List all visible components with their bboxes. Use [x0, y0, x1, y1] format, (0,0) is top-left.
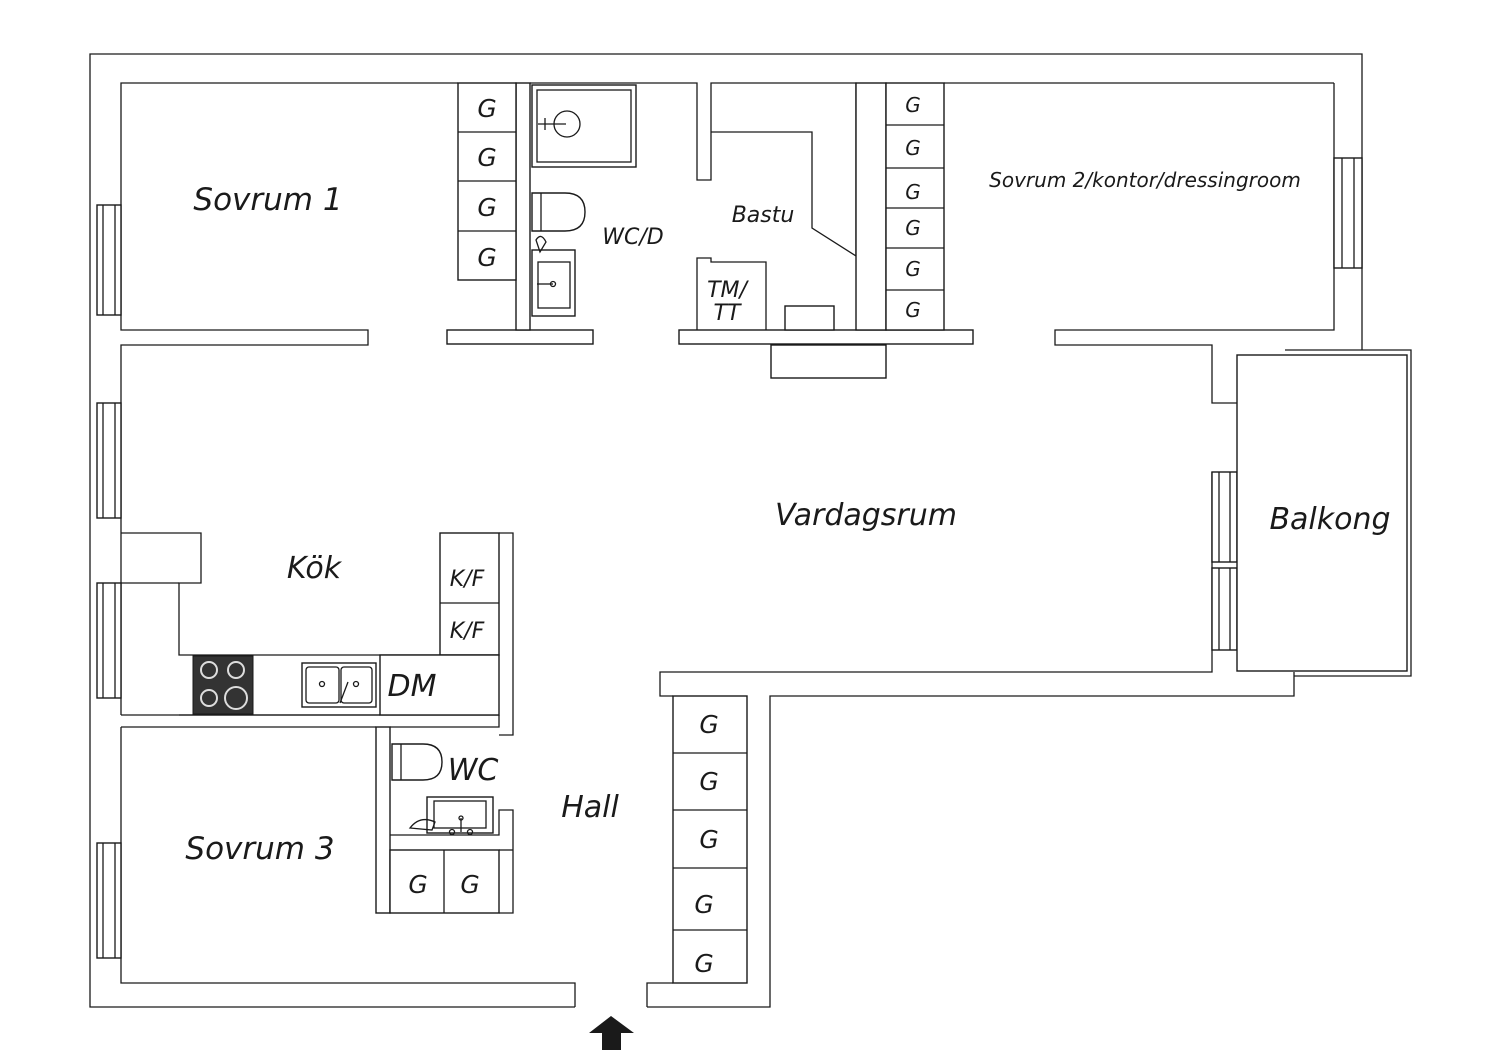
- label-dm: DM: [388, 669, 437, 704]
- toilet-icon: [531, 192, 586, 232]
- wardrobe-labels: G G G G G G G G G G G G G G G G G: [408, 93, 920, 978]
- wardrobe-label: G: [694, 949, 713, 978]
- kitchen: [121, 532, 500, 716]
- label-sovrum1: Sovrum 1: [193, 182, 342, 218]
- wardrobe-label: G: [477, 94, 496, 123]
- wc-washbasin-icon: [408, 796, 494, 836]
- wardrobe-label: G: [905, 93, 921, 117]
- label-kf-1: K/F: [450, 567, 485, 592]
- wardrobe-label: G: [460, 870, 479, 899]
- wardrobe-label: G: [905, 298, 921, 322]
- washbasin-icon: [531, 235, 576, 317]
- wardrobe-label: G: [905, 180, 921, 204]
- balcony: [1236, 349, 1412, 677]
- windows: [96, 157, 1363, 959]
- wardrobes-wc: [389, 809, 514, 914]
- wardrobes-sovrum1: [457, 82, 517, 281]
- label-tm: TM/: [707, 278, 749, 303]
- label-sovrum3: Sovrum 3: [185, 831, 334, 867]
- wardrobe-label: G: [408, 870, 427, 899]
- washer-dryer: [696, 257, 767, 330]
- label-tt: TT: [714, 301, 742, 326]
- room-labels: Sovrum 1 Sovrum 2/kontor/dressingroom So…: [185, 168, 1390, 867]
- wardrobe-label: G: [477, 143, 496, 172]
- label-balkong: Balkong: [1269, 502, 1390, 537]
- wardrobe-label: G: [477, 193, 496, 222]
- label-kf-2: K/F: [450, 619, 485, 644]
- sink-icon: [301, 662, 377, 708]
- wardrobe-label: G: [694, 890, 713, 919]
- label-bastu: Bastu: [732, 203, 795, 228]
- label-vardagsrum: Vardagsrum: [775, 498, 957, 533]
- wardrobe-label: G: [905, 136, 921, 160]
- shower: [531, 84, 637, 168]
- interior-walls: [121, 82, 974, 914]
- wc-toilet-icon: [391, 743, 443, 781]
- wardrobes-sovrum2: [885, 82, 945, 331]
- wardrobe-label: G: [699, 710, 718, 739]
- wardrobes-hall: [672, 695, 748, 984]
- wardrobe-label: G: [905, 257, 921, 281]
- label-sovrum2: Sovrum 2/kontor/dressingroom: [989, 168, 1301, 192]
- label-kok: Kök: [287, 551, 343, 586]
- label-wc-d: WC/D: [602, 225, 663, 250]
- wardrobe-label: G: [905, 216, 921, 240]
- label-hall: Hall: [561, 790, 619, 825]
- wardrobe-label: G: [699, 767, 718, 796]
- label-wc: WC: [448, 753, 499, 788]
- wardrobe-label: G: [699, 825, 718, 854]
- arrow-up-icon: [589, 1016, 634, 1050]
- wardrobe-label: G: [477, 243, 496, 272]
- sauna-bench: [784, 305, 835, 331]
